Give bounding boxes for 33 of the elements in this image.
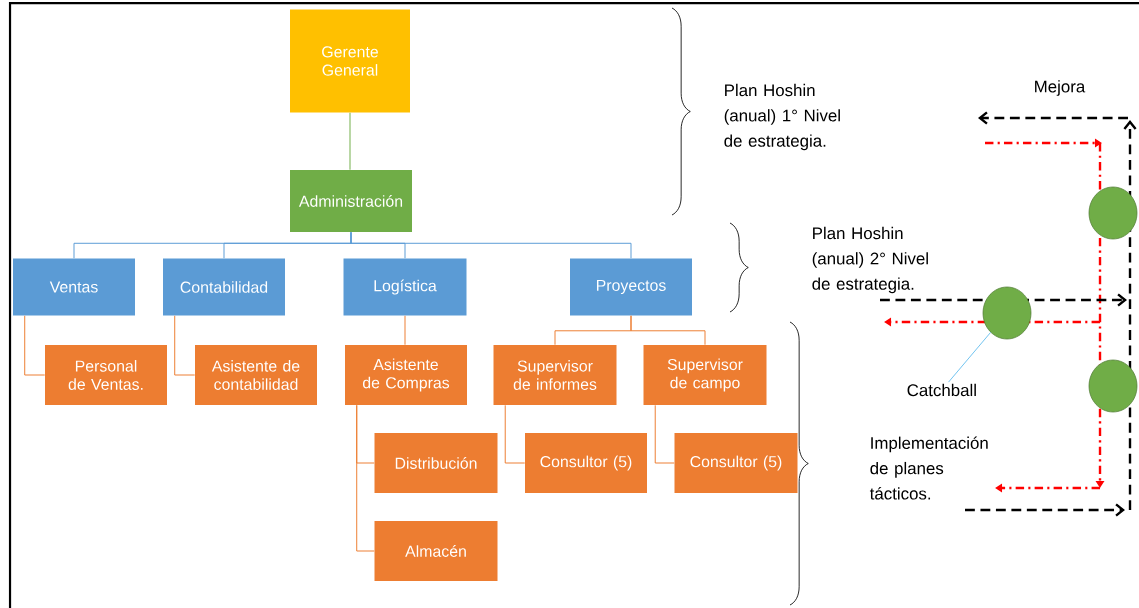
org-box: Consultor (5) xyxy=(525,433,647,493)
connector xyxy=(24,315,46,376)
note-text: Plan Hoshin (anual) 1° Nivel de estrategia. xyxy=(724,83,840,151)
note-text: Plan Hoshin (anual) 2° Nivel de estrategia. xyxy=(812,226,928,294)
connector xyxy=(654,404,675,464)
note-text: Implementación de planes tácticos. xyxy=(869,436,988,500)
org-box: Administración xyxy=(290,170,412,232)
org-box: Proyectos xyxy=(570,258,692,316)
org-box: Logística xyxy=(343,258,467,316)
org-box: Almacén xyxy=(374,521,498,581)
circle-marker xyxy=(1088,186,1138,240)
circle-marker xyxy=(982,286,1032,340)
circle-marker xyxy=(1088,359,1138,413)
org-box: Ventas xyxy=(13,258,135,316)
org-box: Supervisor de informes xyxy=(493,345,617,405)
note-text: Catchball xyxy=(907,383,976,397)
connector xyxy=(356,404,375,552)
connector xyxy=(504,404,526,464)
connector xyxy=(630,315,706,346)
note-text: Mejora xyxy=(1035,80,1086,96)
org-box: Gerente General xyxy=(290,9,410,113)
org-box: Supervisor de campo xyxy=(643,345,767,405)
connector xyxy=(404,315,406,346)
org-box: Consultor (5) xyxy=(674,433,798,493)
org-box: Asistente de contabilidad xyxy=(195,345,317,405)
connector xyxy=(350,231,632,259)
org-box: Distribución xyxy=(374,433,498,493)
org-box: Asistente de Compras xyxy=(345,345,467,405)
connector xyxy=(948,331,992,383)
connector xyxy=(349,112,351,171)
connector xyxy=(174,315,196,376)
org-box: Personal de Ventas. xyxy=(45,345,167,405)
org-box: Contabilidad xyxy=(163,258,285,316)
